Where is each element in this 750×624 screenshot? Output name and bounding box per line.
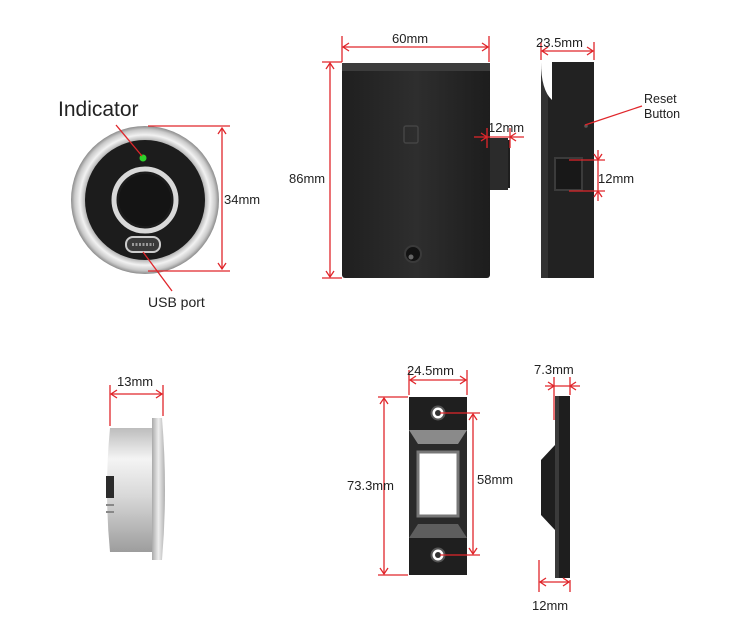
dim-strike-side-top: [545, 377, 580, 420]
dim-strike-hole-pitch: [440, 412, 480, 556]
lock-body: [342, 63, 490, 278]
dim-strike-side-bottom: [538, 560, 571, 592]
strike-side-bottom-label: 12mm: [532, 598, 569, 613]
fingerprint-sensor: [119, 174, 171, 226]
side-depth-label: 23.5mm: [536, 35, 583, 50]
strike-opening: [416, 450, 460, 518]
reset-label-line2: Button: [644, 107, 681, 121]
latch-width-label: 12mm: [488, 120, 525, 135]
dim-side-latch: [569, 150, 605, 201]
reader-flange: [152, 418, 165, 560]
dim-strike-height: [378, 396, 408, 576]
dim-reader-depth: [109, 385, 164, 426]
strike-height-label: 73.3mm: [347, 478, 394, 493]
reader-side-view: [106, 418, 165, 560]
dim-lock-height: [322, 61, 342, 279]
reader-depth-label: 13mm: [117, 374, 154, 389]
strike-hole-pitch-label: 58mm: [477, 472, 514, 487]
usb-port-label: USB port: [148, 294, 205, 310]
indicator-led: [139, 154, 147, 162]
lock-body-front-view: [342, 63, 510, 278]
reader-diameter-label: 34mm: [224, 192, 261, 207]
dim-latch-width: [474, 128, 524, 148]
reset-label-line1: Reset: [644, 92, 677, 106]
fingerprint-sensor-ring: [111, 166, 179, 234]
reset-button-label: Reset Button: [644, 92, 680, 122]
dim-side-depth: [540, 42, 595, 60]
lock-emboss-icon: [403, 125, 419, 144]
dim-lock-width: [341, 36, 490, 62]
reader-cylinder: [107, 428, 155, 552]
lock-height-label: 86mm: [289, 171, 326, 186]
strike-plate-side-view: [541, 396, 570, 578]
lock-body-side-view: [541, 62, 594, 278]
mounting-hole: [404, 245, 422, 263]
strike-plate-front-view: [409, 397, 467, 575]
side-latch-label: 12mm: [598, 171, 635, 186]
indicator-label: Indicator: [58, 98, 139, 121]
strike-side-top-label: 7.3mm: [534, 362, 574, 377]
strike-width-label: 24.5mm: [407, 363, 454, 378]
dim-strike-width: [408, 370, 468, 395]
reader-front-view: [71, 126, 219, 274]
side-latch: [554, 157, 583, 191]
dim-reader-diameter: [148, 125, 230, 272]
lock-width-label: 60mm: [392, 31, 429, 46]
